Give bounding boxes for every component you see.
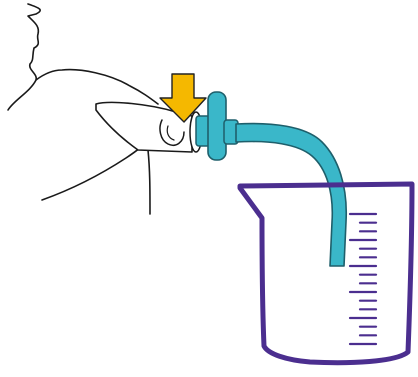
neck-line xyxy=(148,150,150,214)
face-profile xyxy=(8,4,40,110)
drain-tube xyxy=(236,124,346,266)
measuring-beaker xyxy=(240,184,412,363)
shoulder-line xyxy=(42,146,142,200)
lips-line xyxy=(36,70,158,104)
beaker-graduations xyxy=(350,214,376,344)
